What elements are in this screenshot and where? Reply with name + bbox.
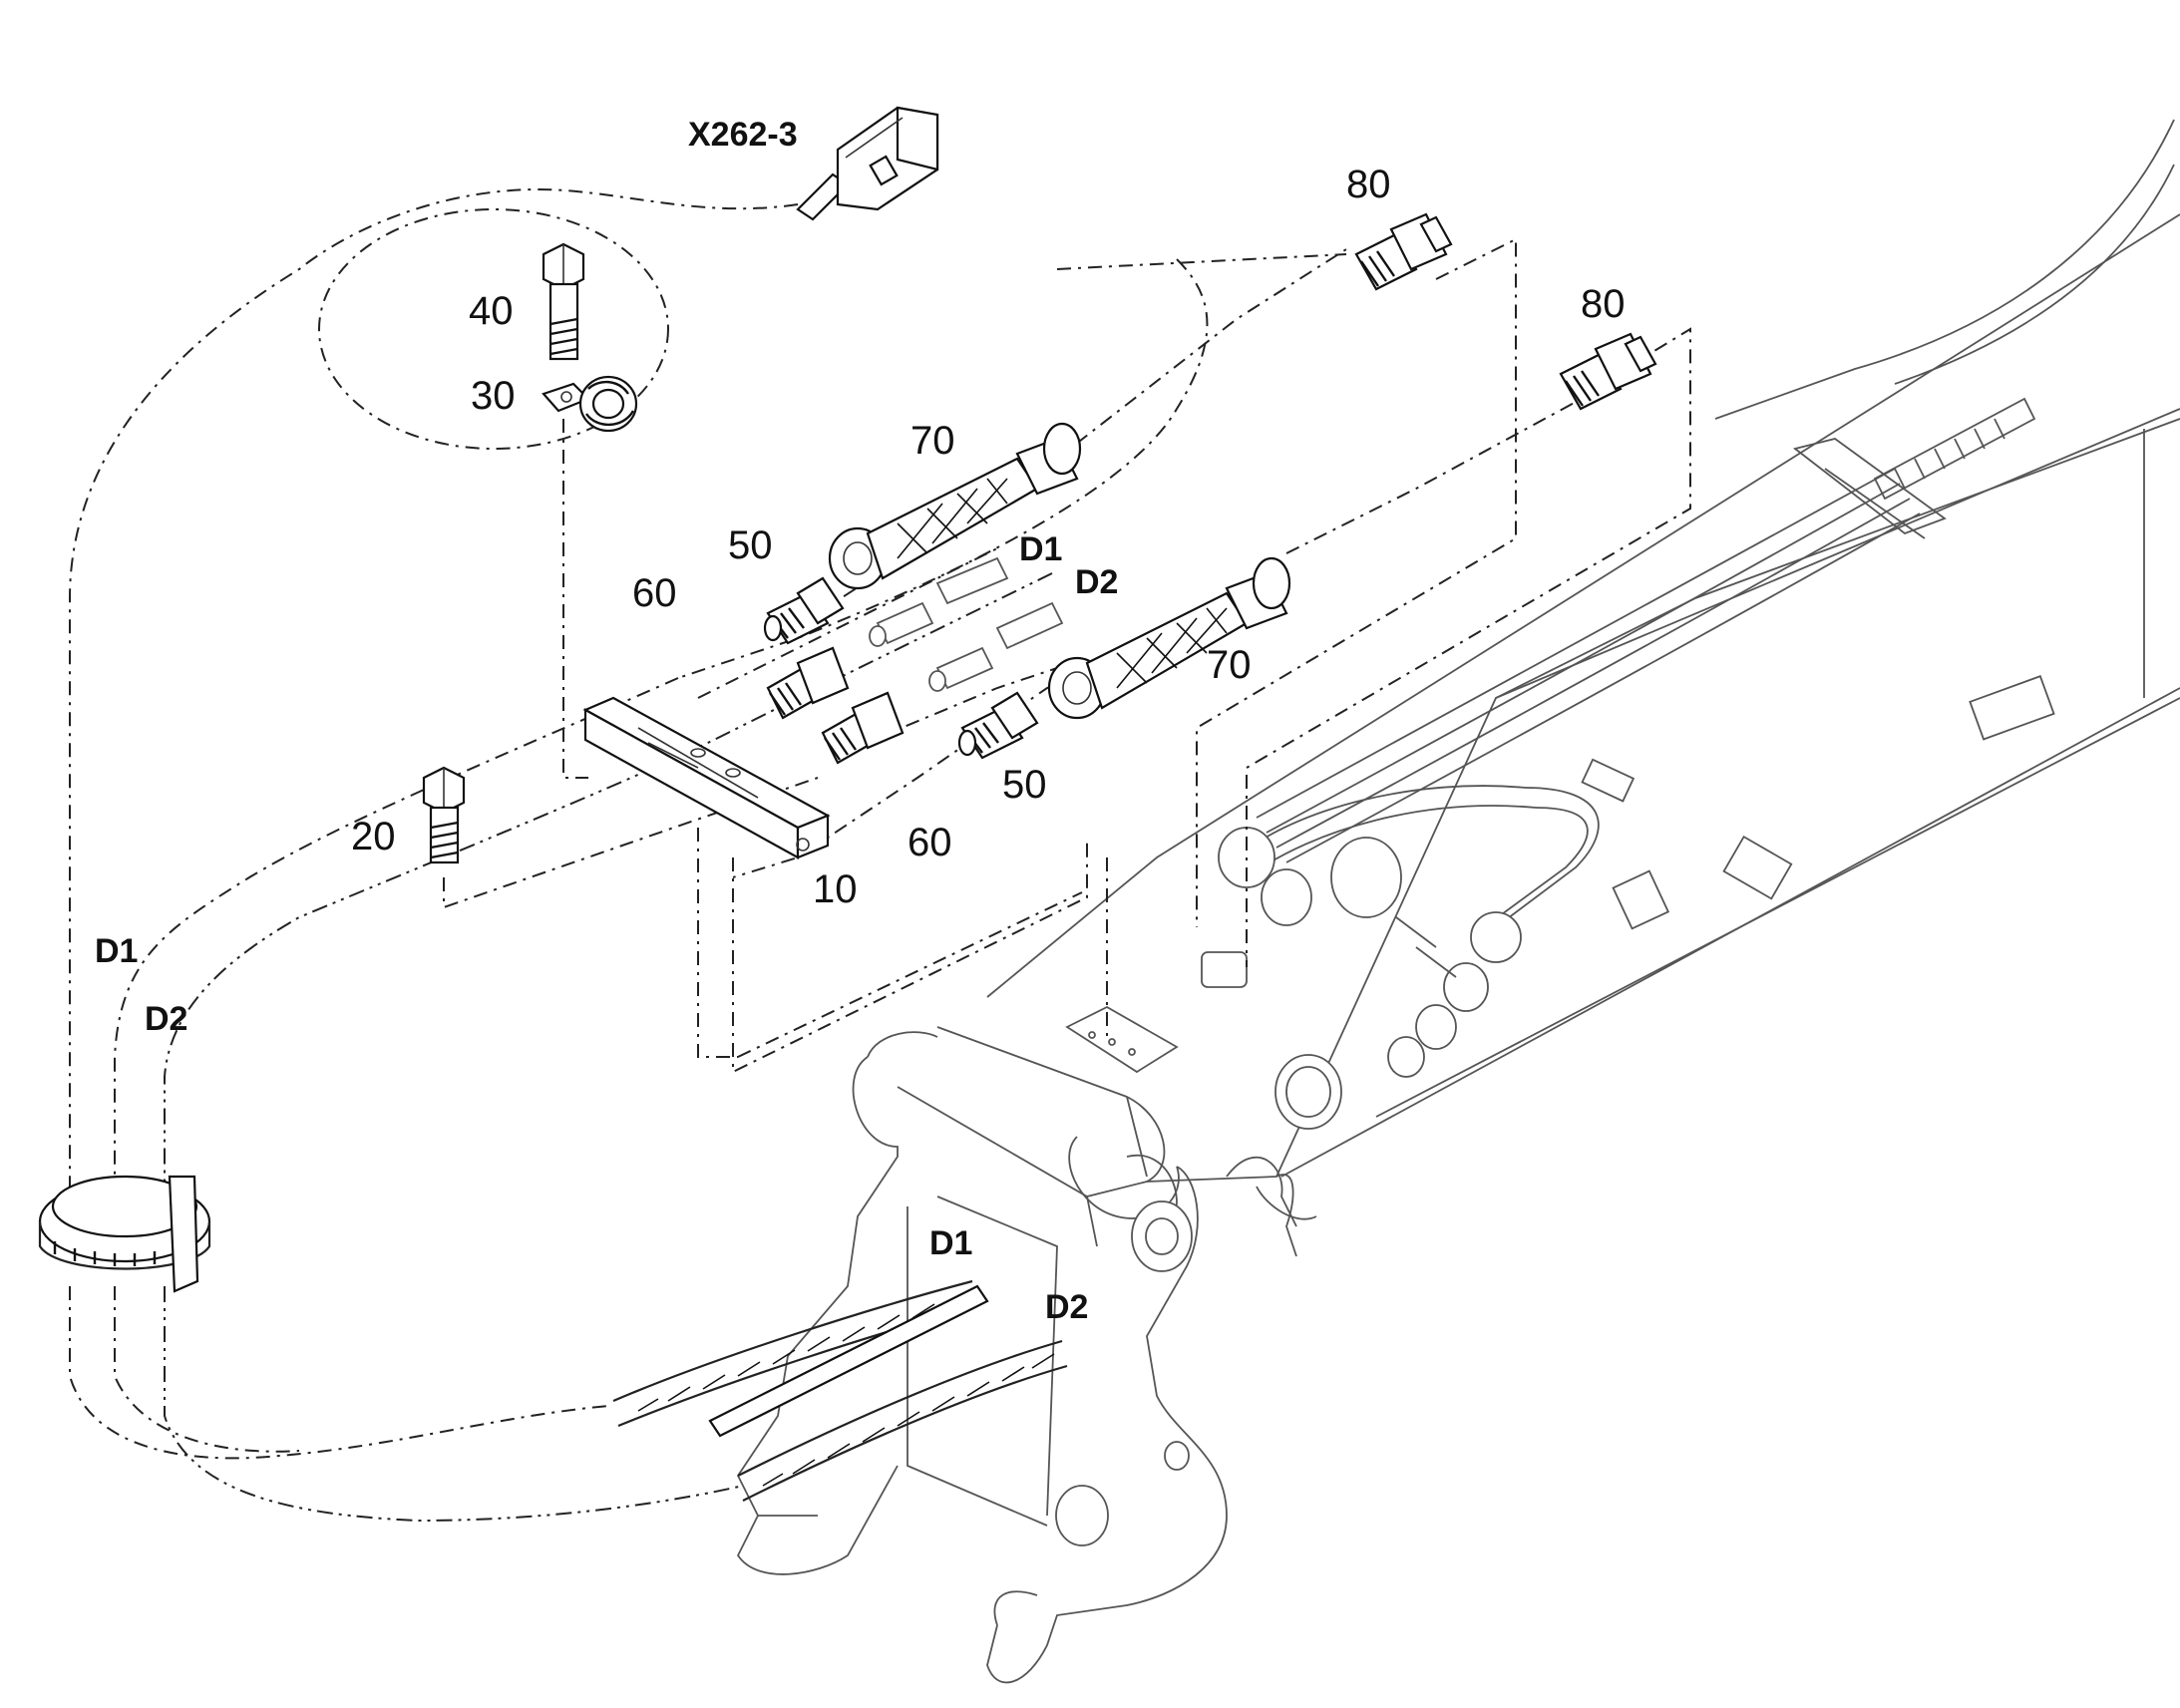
label-50-upper: 50 (728, 523, 773, 567)
clamp-30 (542, 375, 638, 433)
label-d1-left: D1 (95, 932, 138, 970)
excavator-arm (736, 119, 2180, 1684)
fitting-60-lower (821, 691, 905, 765)
bolt-20 (422, 766, 466, 864)
label-70-upper: 70 (910, 419, 955, 463)
hose-70-lower (1047, 556, 1291, 720)
fitting-80-upper (1354, 212, 1453, 291)
coupler-hoses (612, 1279, 1068, 1502)
label-30: 30 (471, 374, 516, 418)
label-60-upper: 60 (632, 571, 677, 615)
hose-70-upper (828, 422, 1082, 590)
fitting-50-lower (957, 691, 1039, 760)
bolt-40 (542, 242, 585, 361)
label-d2-mount: D2 (1045, 1288, 1088, 1326)
fitting-50-upper (763, 576, 845, 645)
hose-band-clamp (38, 1175, 211, 1293)
quick-coupler (736, 1026, 1317, 1684)
label-60-lower: 60 (908, 821, 952, 864)
fitting-60-upper (766, 646, 850, 720)
connector-label: X262-3 (688, 116, 798, 154)
label-d2-hose: D2 (1075, 563, 1118, 601)
connector-x262-3 (796, 106, 939, 221)
label-20: 20 (351, 815, 396, 858)
label-40: 40 (469, 289, 514, 333)
label-d1-hose: D1 (1019, 530, 1062, 568)
label-80-lower: 80 (1581, 282, 1626, 326)
reference-fittings (869, 556, 1064, 692)
label-10: 10 (813, 867, 858, 911)
label-d2-left: D2 (145, 1000, 187, 1038)
label-d1-mount: D1 (929, 1224, 972, 1262)
label-70-lower: 70 (1207, 643, 1252, 687)
valve-cluster (1201, 785, 1600, 1078)
fitting-80-lower (1559, 332, 1657, 411)
labels: X262-3 80 80 40 30 70 50 60 D1 D2 70 50 … (95, 116, 1626, 1326)
block-10 (582, 696, 831, 859)
label-80-upper: 80 (1346, 163, 1391, 206)
assembly-lines (69, 187, 1691, 1523)
label-50-lower: 50 (1002, 763, 1047, 807)
